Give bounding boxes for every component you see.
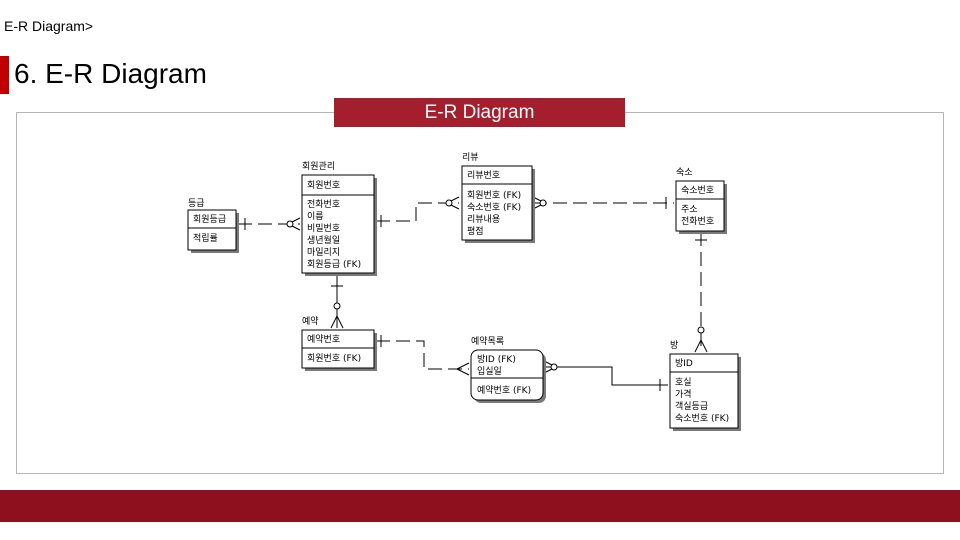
entity-attr: 마일리지 (307, 247, 340, 258)
rel-reservation-list (376, 340, 469, 370)
entity-reservation-list[interactable]: 예약목록 방ID (FK) 입실일 예약번호 (FK) (470, 335, 546, 403)
entity-attr: 객실등급 (675, 401, 708, 412)
entity-reservation[interactable]: 예약 예약번호 회원번호 (FK) (301, 315, 377, 371)
entity-reservation-list-name: 예약목록 (471, 335, 504, 347)
entity-attr: 방ID (675, 358, 693, 369)
entity-attr: 전화번호 (681, 216, 714, 227)
rel-room-list (544, 366, 668, 386)
entity-attr: 회원등급 (FK) (307, 259, 361, 270)
footer-bar (0, 490, 960, 522)
entity-member-name: 회원관리 (302, 161, 335, 172)
entity-attr: 방ID (FK) (477, 354, 516, 365)
entity-reservation-name: 예약 (302, 315, 319, 327)
entity-room[interactable]: 방 방ID 호실 가격 객실등급 숙소번호 (FK) (669, 340, 741, 431)
entity-attr: 예약번호 (307, 333, 340, 345)
title-accent-bar (0, 56, 9, 94)
entity-attr: 비밀번호 (307, 222, 340, 234)
entity-attr: 적립률 (193, 232, 218, 244)
page-title: 6. E-R Diagram (14, 58, 207, 89)
entity-attr: 전화번호 (307, 199, 340, 210)
entity-attr: 회원등급 (193, 214, 226, 225)
entity-attr: 숙소번호 (FK) (675, 413, 729, 424)
breadcrumb: E-R Diagram> (4, 18, 94, 34)
entity-attr: 리뷰내용 (467, 214, 500, 225)
diagram-banner: E-R Diagram (334, 98, 625, 127)
entity-lodging[interactable]: 숙소 숙소번호 주소 전화번호 (675, 167, 727, 234)
entity-attr: 주소 (681, 204, 698, 215)
entity-room-name: 방 (670, 340, 678, 351)
entity-attr: 리뷰번호 (467, 170, 500, 181)
entity-attr: 가격 (675, 388, 692, 400)
entity-attr: 예약번호 (FK) (477, 384, 531, 396)
entity-lodging-name: 숙소 (676, 167, 693, 178)
entity-attr: 회원번호 (307, 180, 340, 191)
entity-attr: 생년월일 (307, 234, 340, 246)
entity-attr: 이름 (307, 211, 324, 222)
entity-grade-name: 등급 (188, 198, 205, 209)
entity-attr: 숙소번호 (FK) (467, 202, 521, 213)
entity-review-name: 리뷰 (462, 152, 479, 163)
entity-review[interactable]: 리뷰 리뷰번호 회원번호 (FK) 숙소번호 (FK) 리뷰내용 평점 (461, 152, 535, 243)
entity-member[interactable]: 회원관리 회원번호 전화번호 이름 비밀번호 생년월일 마일리지 회원등급 (F… (301, 161, 377, 276)
entity-attr: 입실일 (477, 365, 502, 377)
entity-attr: 평점 (467, 225, 484, 237)
entity-attr: 숙소번호 (681, 185, 714, 196)
relationships (238, 196, 708, 391)
entity-attr: 회원번호 (FK) (307, 353, 361, 364)
entity-attr: 회원번호 (FK) (467, 190, 521, 201)
rel-member-review (376, 202, 459, 222)
entity-grade[interactable]: 등급 회원등급 적립률 (187, 198, 239, 253)
entity-attr: 호실 (675, 377, 692, 388)
